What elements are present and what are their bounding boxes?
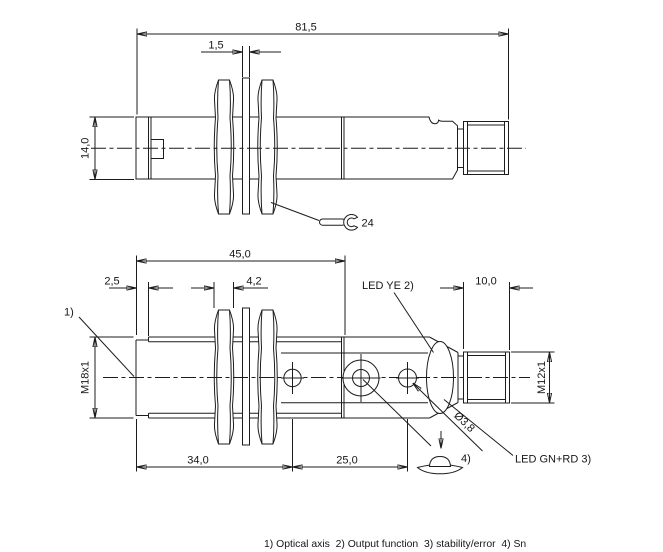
connector-body: [463, 351, 510, 404]
leader-line: [393, 292, 434, 353]
leader-line: [270, 202, 320, 221]
connector-thread-label: M12x1: [536, 361, 548, 394]
top-view: 81,5 1,5 14,0 24: [80, 22, 526, 231]
dim-thread-length: 45,0: [229, 249, 250, 261]
dim-body-height: 14,0: [80, 138, 92, 159]
wrench-size-label: 24: [362, 218, 374, 230]
thread-spec-label: M18x1: [80, 361, 92, 394]
housing-outline: [135, 116, 458, 180]
washer: [242, 307, 250, 446]
dim-lens-to-led: 25,0: [336, 455, 357, 467]
leader-line: [78, 316, 135, 377]
led-yellow-label: LED YE 2): [362, 280, 414, 292]
footnote: 1) Optical axis 2) Output function 3) st…: [264, 539, 526, 550]
dim-nut-thickness: 4,2: [246, 276, 261, 288]
leader-line: [413, 383, 483, 452]
sn-target-icon: [416, 455, 464, 475]
hex-nut-2-facet: [259, 79, 263, 215]
led-green-red-label: LED GN+RD 3): [515, 454, 591, 466]
dim-washer-thickness: 1,5: [208, 40, 223, 52]
bottom-view: 45,0 2,5 4,2 10,0 M18x1 M12x1 34,0: [64, 249, 591, 475]
washer: [242, 77, 250, 215]
hex-nut-2-facet: [272, 79, 276, 215]
wrench-icon: [319, 214, 359, 231]
hole-diameter-label: Ø3,8: [451, 410, 476, 435]
dim-nose-length: 2,5: [104, 276, 119, 288]
leader-line: [362, 379, 432, 447]
optical-axis-ref: 1): [64, 307, 74, 319]
dim-overall-length: 81,5: [295, 22, 316, 34]
hex-nut-1-facet: [229, 79, 232, 215]
hex-nut-3-facet: [229, 309, 232, 445]
leader-line: [443, 399, 514, 456]
hex-nut-4-facet: [272, 309, 276, 445]
dim-face-to-lens: 34,0: [187, 455, 208, 467]
sn-ref: 4): [461, 453, 471, 465]
hex-nut-1-facet: [216, 79, 219, 215]
dim-connector-length: 10,0: [475, 276, 496, 288]
front-slot-notch: [151, 139, 164, 159]
